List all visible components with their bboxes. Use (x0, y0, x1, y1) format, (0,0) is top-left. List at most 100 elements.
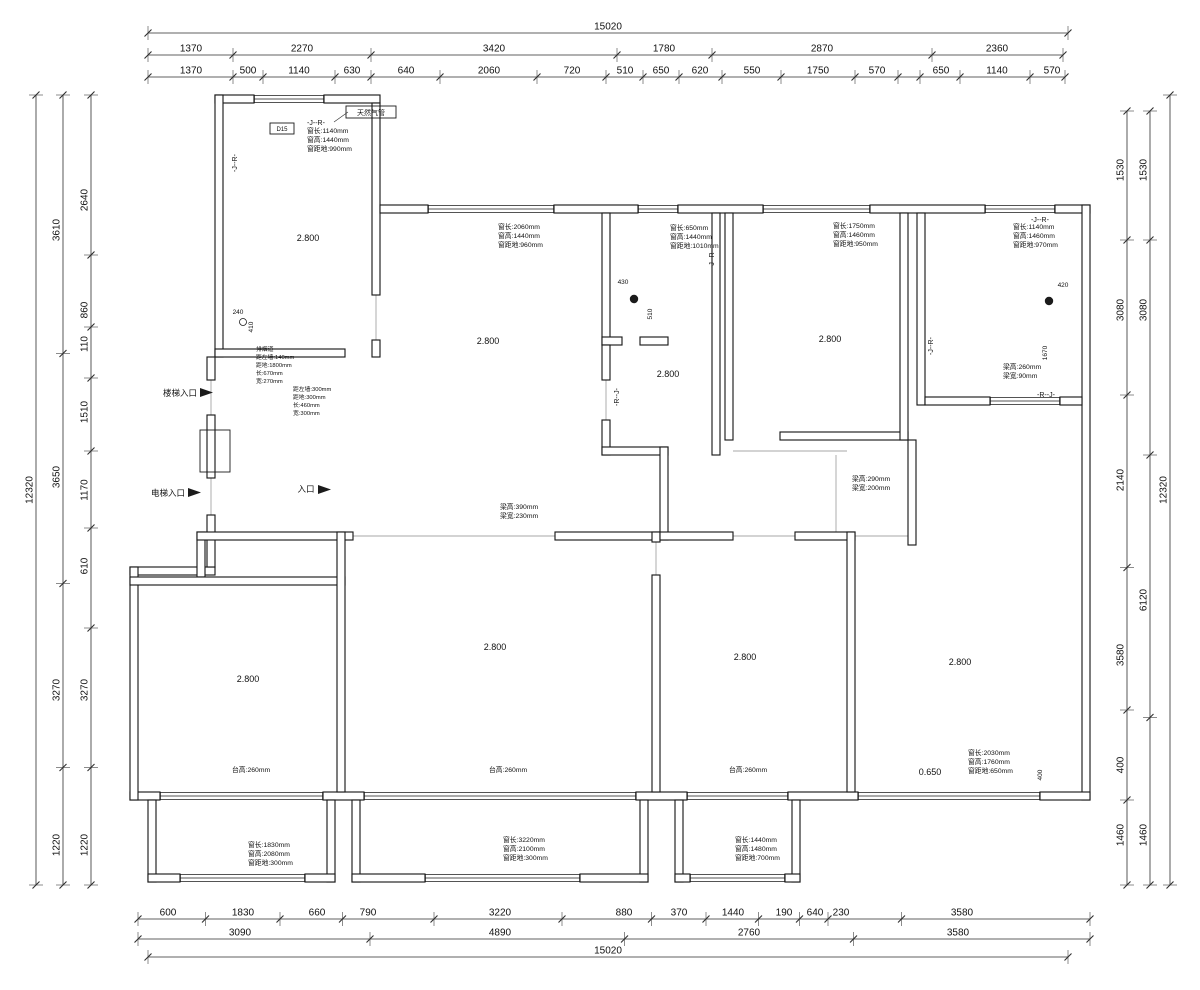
fixture-info: 宽:300mm (293, 409, 320, 417)
dimension-tick (87, 374, 95, 382)
dimension-tick (1146, 451, 1154, 459)
wall (206, 514, 216, 568)
dimension-tick (367, 73, 375, 81)
dim-400: 400 (1037, 769, 1044, 780)
wall (869, 204, 986, 214)
dimension-label: 1140 (986, 66, 1008, 77)
dimension-tick (144, 51, 152, 59)
dimension-tick (708, 51, 716, 59)
window-info-bay3: 窗长:1440mm (735, 835, 777, 844)
wall (635, 791, 688, 801)
dimension-tick (824, 915, 832, 923)
dimension-label: 2870 (811, 44, 834, 55)
wall (651, 531, 661, 543)
wall (601, 336, 623, 346)
dimension-tick (1146, 107, 1154, 115)
stair-entry-label: 楼梯入口 (163, 388, 197, 398)
dimension-label: 790 (360, 908, 377, 919)
dimension-label: 3270 (52, 678, 63, 701)
dimension-tick (602, 73, 610, 81)
wall (601, 344, 611, 381)
sill-height-3: 台高:260mm (729, 765, 767, 774)
dim-430: 430 (618, 279, 629, 286)
door-code-d15: D15 (276, 127, 288, 133)
dimension-tick (144, 953, 152, 961)
wall (206, 414, 216, 479)
window-info-topleft: 窗长:1140mm (307, 126, 349, 135)
dimension-label: 1370 (180, 44, 203, 55)
dimension-label: 6120 (1139, 588, 1150, 611)
wall (601, 212, 611, 346)
dimension-tick (430, 915, 438, 923)
dimension-tick (702, 915, 710, 923)
dimension-tick (558, 915, 566, 923)
window-info-bay1: 窗高:2080mm (248, 849, 290, 858)
column-dot (629, 294, 639, 304)
flue-info: 排烟道 (256, 345, 274, 353)
wall (639, 799, 649, 883)
dimension-label: 570 (1044, 66, 1061, 77)
fixture-info: 长:460mm (293, 401, 320, 409)
room-height-b3: 2.800 (734, 652, 757, 662)
window-info-hall: 窗长:2060mm (498, 222, 540, 231)
fixture-outline (345, 105, 397, 119)
dimension-tick (1146, 713, 1154, 722)
window-info-bay3: 窗高:1480mm (735, 844, 777, 853)
wall (724, 212, 734, 441)
dimension-tick (201, 915, 210, 923)
dimension-tick (59, 881, 67, 889)
sill-height-2: 台高:260mm (489, 765, 527, 774)
flue-info: 距地:1800mm (256, 361, 292, 369)
dimension-tick (134, 935, 142, 943)
dimension-tick (675, 73, 683, 81)
wall (371, 102, 381, 296)
dimension-label: 3080 (1116, 298, 1127, 321)
wall (323, 94, 381, 104)
dim-410: 410 (248, 321, 255, 332)
dimension-label: 1440 (722, 908, 745, 919)
dimension-tick (32, 881, 40, 889)
dimension-tick (1146, 236, 1154, 244)
dimension-label: 3580 (947, 928, 970, 939)
dimension-tick (647, 915, 656, 923)
dimension-tick (1123, 391, 1131, 399)
wall (322, 791, 365, 801)
wall (711, 212, 721, 456)
dimension-label: 1140 (288, 66, 310, 77)
dimension-label: 1830 (232, 908, 255, 919)
dimension-tick (367, 51, 375, 59)
window-info-bay2: 窗长:3220mm (503, 835, 545, 844)
dimension-label: 3580 (951, 908, 974, 919)
dimension-tick (59, 91, 67, 99)
window-info-bay1: 窗距地:300mm (248, 858, 293, 867)
dimension-tick (916, 73, 924, 81)
dimension-tick (1086, 935, 1094, 943)
dim-1670: 1670 (1042, 345, 1049, 360)
dimension-label: 650 (653, 66, 670, 77)
dimension-label: 2140 (1116, 468, 1127, 491)
window-info-right: 窗距地:970mm (1013, 240, 1058, 249)
flue-info: 长:670mm (256, 369, 283, 377)
room-height-b4: 2.800 (949, 657, 972, 667)
wall (916, 212, 926, 406)
window-info-mid: 窗长:650mm (670, 223, 708, 232)
dimension-label: 570 (869, 66, 886, 77)
dimension-tick (276, 915, 284, 923)
leader-line (333, 111, 349, 123)
dimension-label: 2760 (738, 928, 761, 939)
dimension-label: 1750 (807, 66, 830, 77)
dimension-tick (1061, 73, 1069, 81)
fixture-outline (199, 429, 231, 473)
dimension-label: 2060 (478, 66, 501, 77)
dimension-tick (928, 51, 936, 59)
dimension-label: 400 (1116, 756, 1127, 773)
window-info-bay3: 窗距地:700mm (735, 853, 780, 862)
column-dot (1044, 296, 1054, 306)
dimension-tick (754, 915, 763, 923)
wall (336, 531, 346, 793)
dimension-tick (87, 323, 95, 331)
dimension-tick (795, 915, 804, 923)
sill-height-1: 台高:260mm (232, 765, 270, 774)
wall (579, 873, 649, 883)
